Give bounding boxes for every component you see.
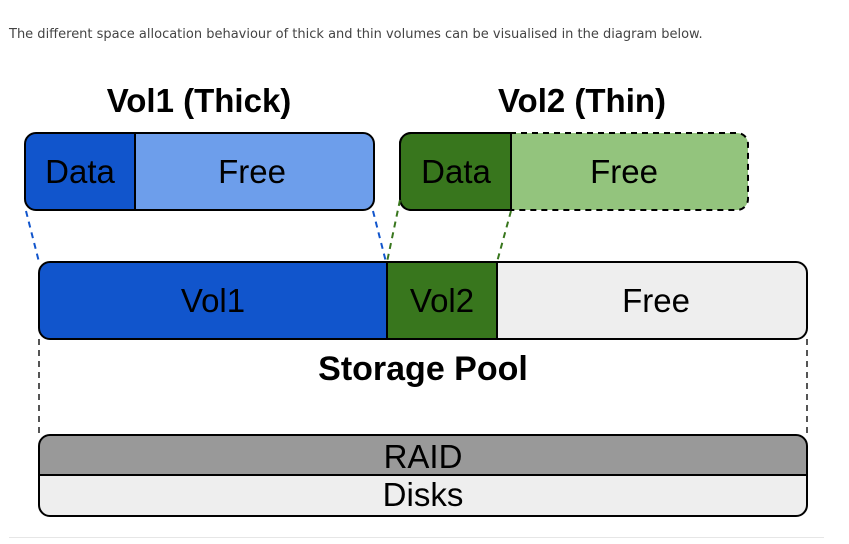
bottom-divider [9,537,824,538]
pool-side-lines [38,339,808,435]
vol2-connector-lines [386,199,512,263]
pool-vol1-segment [39,262,387,339]
raid-label: RAID [384,438,463,475]
disks-layer [39,475,807,516]
storage-pool-title: Storage Pool [318,350,528,388]
vol1-data-segment [25,133,135,210]
storage-pool-bar: Vol1 Vol2 Free [38,261,808,340]
vol1-data-label: Data [45,153,115,190]
pool-vol1-label: Vol1 [181,282,245,319]
pool-vol2-segment [387,262,497,339]
vol1-free-label: Free [218,153,286,190]
raid-layer [39,435,807,475]
disks-label: Disks [383,476,464,513]
vol2-data-segment [400,133,511,210]
vol2-data-label: Data [421,153,491,190]
vol1-connector-lines [25,210,387,263]
vol2-thin-bar: Data Free [399,132,749,211]
vol2-title: Vol2 (Thin) [498,82,666,119]
pool-vol2-label: Vol2 [410,282,474,319]
vol1-title: Vol1 (Thick) [107,82,292,119]
intro-paragraph: The different space allocation behaviour… [9,27,703,42]
vol2-free-label: Free [590,153,658,190]
raid-disks-stack: RAID Disks [38,434,808,517]
vol1-thick-bar: Data Free [24,132,375,211]
pool-free-label: Free [622,282,690,319]
